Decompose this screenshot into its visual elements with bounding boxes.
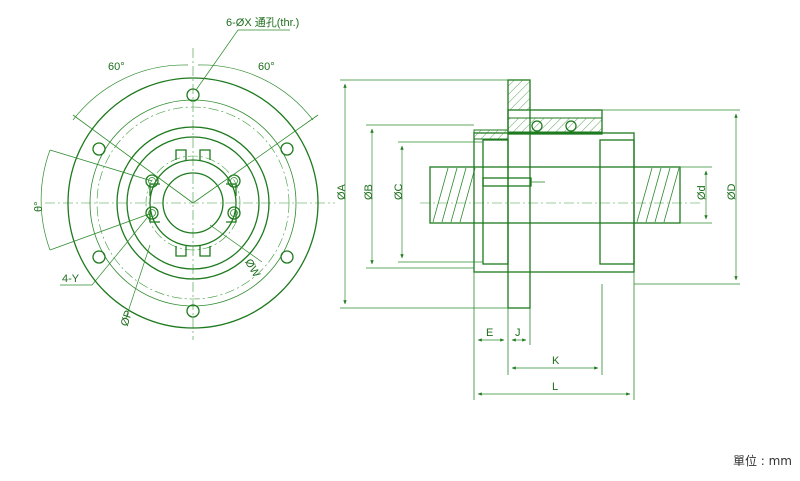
ball — [531, 120, 543, 132]
angle-arc-right — [197, 64, 314, 121]
screw-shaft — [429, 166, 681, 224]
angle-label-left: 60° — [108, 61, 125, 73]
four-y-leader — [60, 217, 148, 286]
phi-p-label: ØP — [119, 309, 135, 328]
flange-hole — [92, 142, 106, 156]
tapped-holes — [145, 174, 241, 220]
tapped-hole — [227, 206, 241, 220]
screw-thread-left — [432, 167, 476, 223]
shaft-circle — [162, 172, 224, 234]
four-y-label: 4-Y — [62, 273, 80, 285]
nut-outer-circle — [149, 159, 237, 247]
flange-holes — [92, 88, 294, 318]
unit-label: 單位 : mm — [732, 454, 792, 468]
flange-hole — [280, 250, 294, 264]
nut-step-right — [599, 139, 635, 265]
bolt-pitch-circle — [96, 106, 290, 300]
angle-label-right: 60° — [258, 61, 275, 73]
flange-hole — [186, 88, 200, 102]
section-view: ØA ØB ØC Ød ØD E J K — [336, 79, 740, 400]
phi-p-leader — [125, 244, 151, 319]
phi-w-leader — [209, 224, 263, 263]
tapped-hole — [145, 174, 159, 188]
flange-hole — [186, 304, 200, 318]
grease-port — [482, 177, 532, 187]
flange-hatch — [507, 79, 531, 111]
nut-step-left — [482, 139, 509, 265]
hub-outer-circle — [116, 126, 270, 280]
holes-note: 6-ØX 通孔(thr.) — [226, 16, 299, 29]
dim-k-label: K — [552, 355, 560, 367]
ball-race-hatch — [507, 117, 603, 133]
tapped-hole — [227, 174, 241, 188]
hub-inner-circle — [126, 136, 260, 270]
flange-step-circle — [89, 99, 297, 307]
phi-d-big-label: ØD — [726, 183, 738, 200]
flange-outer-circle — [67, 77, 319, 329]
dim-j-label: J — [515, 327, 521, 339]
dim-l-label: L — [552, 381, 558, 393]
flange-hole — [280, 142, 294, 156]
nut-body — [473, 132, 635, 273]
flange — [507, 79, 531, 309]
phi-b-label: ØB — [363, 184, 375, 200]
nut-hatch — [473, 129, 509, 140]
holes-note-leader — [195, 29, 290, 91]
phi-a-label: ØA — [336, 183, 348, 200]
screw-thread-right — [636, 167, 680, 223]
angle-arc-left — [72, 64, 189, 121]
theta-arc — [40, 149, 51, 251]
theta-label: θ° — [33, 201, 45, 212]
tapped-hole — [145, 206, 159, 220]
dim-e-label: E — [486, 327, 493, 339]
ball — [565, 120, 577, 132]
flange-hole — [92, 250, 106, 264]
phi-c-label: ØC — [393, 183, 405, 200]
phi-d-small-label: Ød — [696, 185, 708, 200]
tap-pitch-circle — [145, 155, 241, 251]
front-view: 60° 60° θ° 6-ØX 通孔(thr.) 4-Y ØP ØW — [33, 16, 335, 340]
